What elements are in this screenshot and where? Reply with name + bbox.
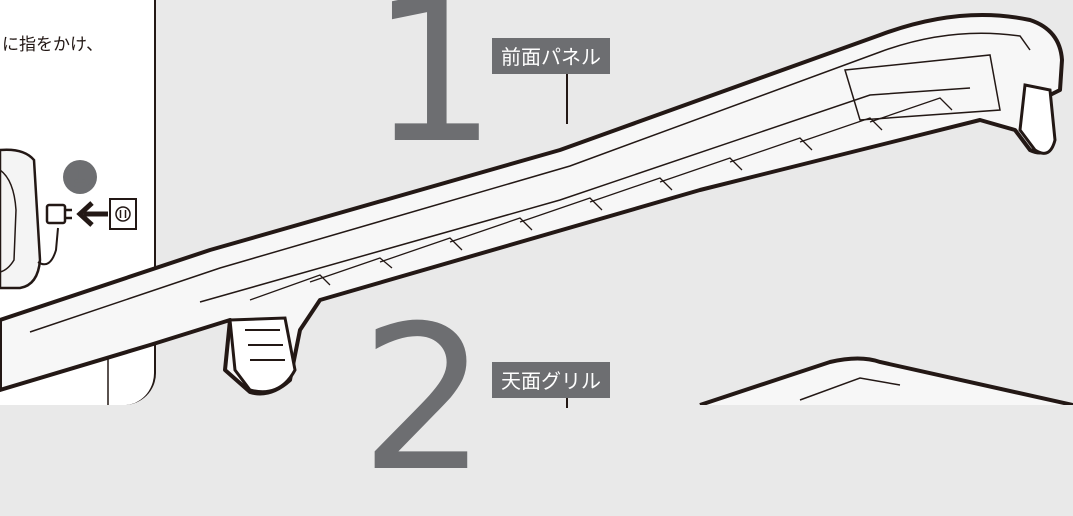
top-grille-label: 天面グリル — [492, 362, 610, 398]
instruction-text: に指をかけ、 — [2, 35, 104, 55]
plug-icon — [45, 203, 72, 225]
outlet-icon — [109, 198, 137, 230]
step-badge-circle — [63, 160, 97, 194]
top-grille-illustration — [699, 356, 1073, 405]
step-number-1: 1 — [370, 0, 498, 188]
unit-illustration — [0, 148, 137, 405]
leader-line-1 — [566, 72, 568, 124]
leader-line-2 — [566, 396, 568, 408]
part-illustration — [0, 13, 1073, 405]
step-badge: ❶ — [63, 155, 97, 196]
front-panel-illustration — [0, 13, 1064, 396]
front-panel-label: 前面パネル — [492, 38, 610, 74]
